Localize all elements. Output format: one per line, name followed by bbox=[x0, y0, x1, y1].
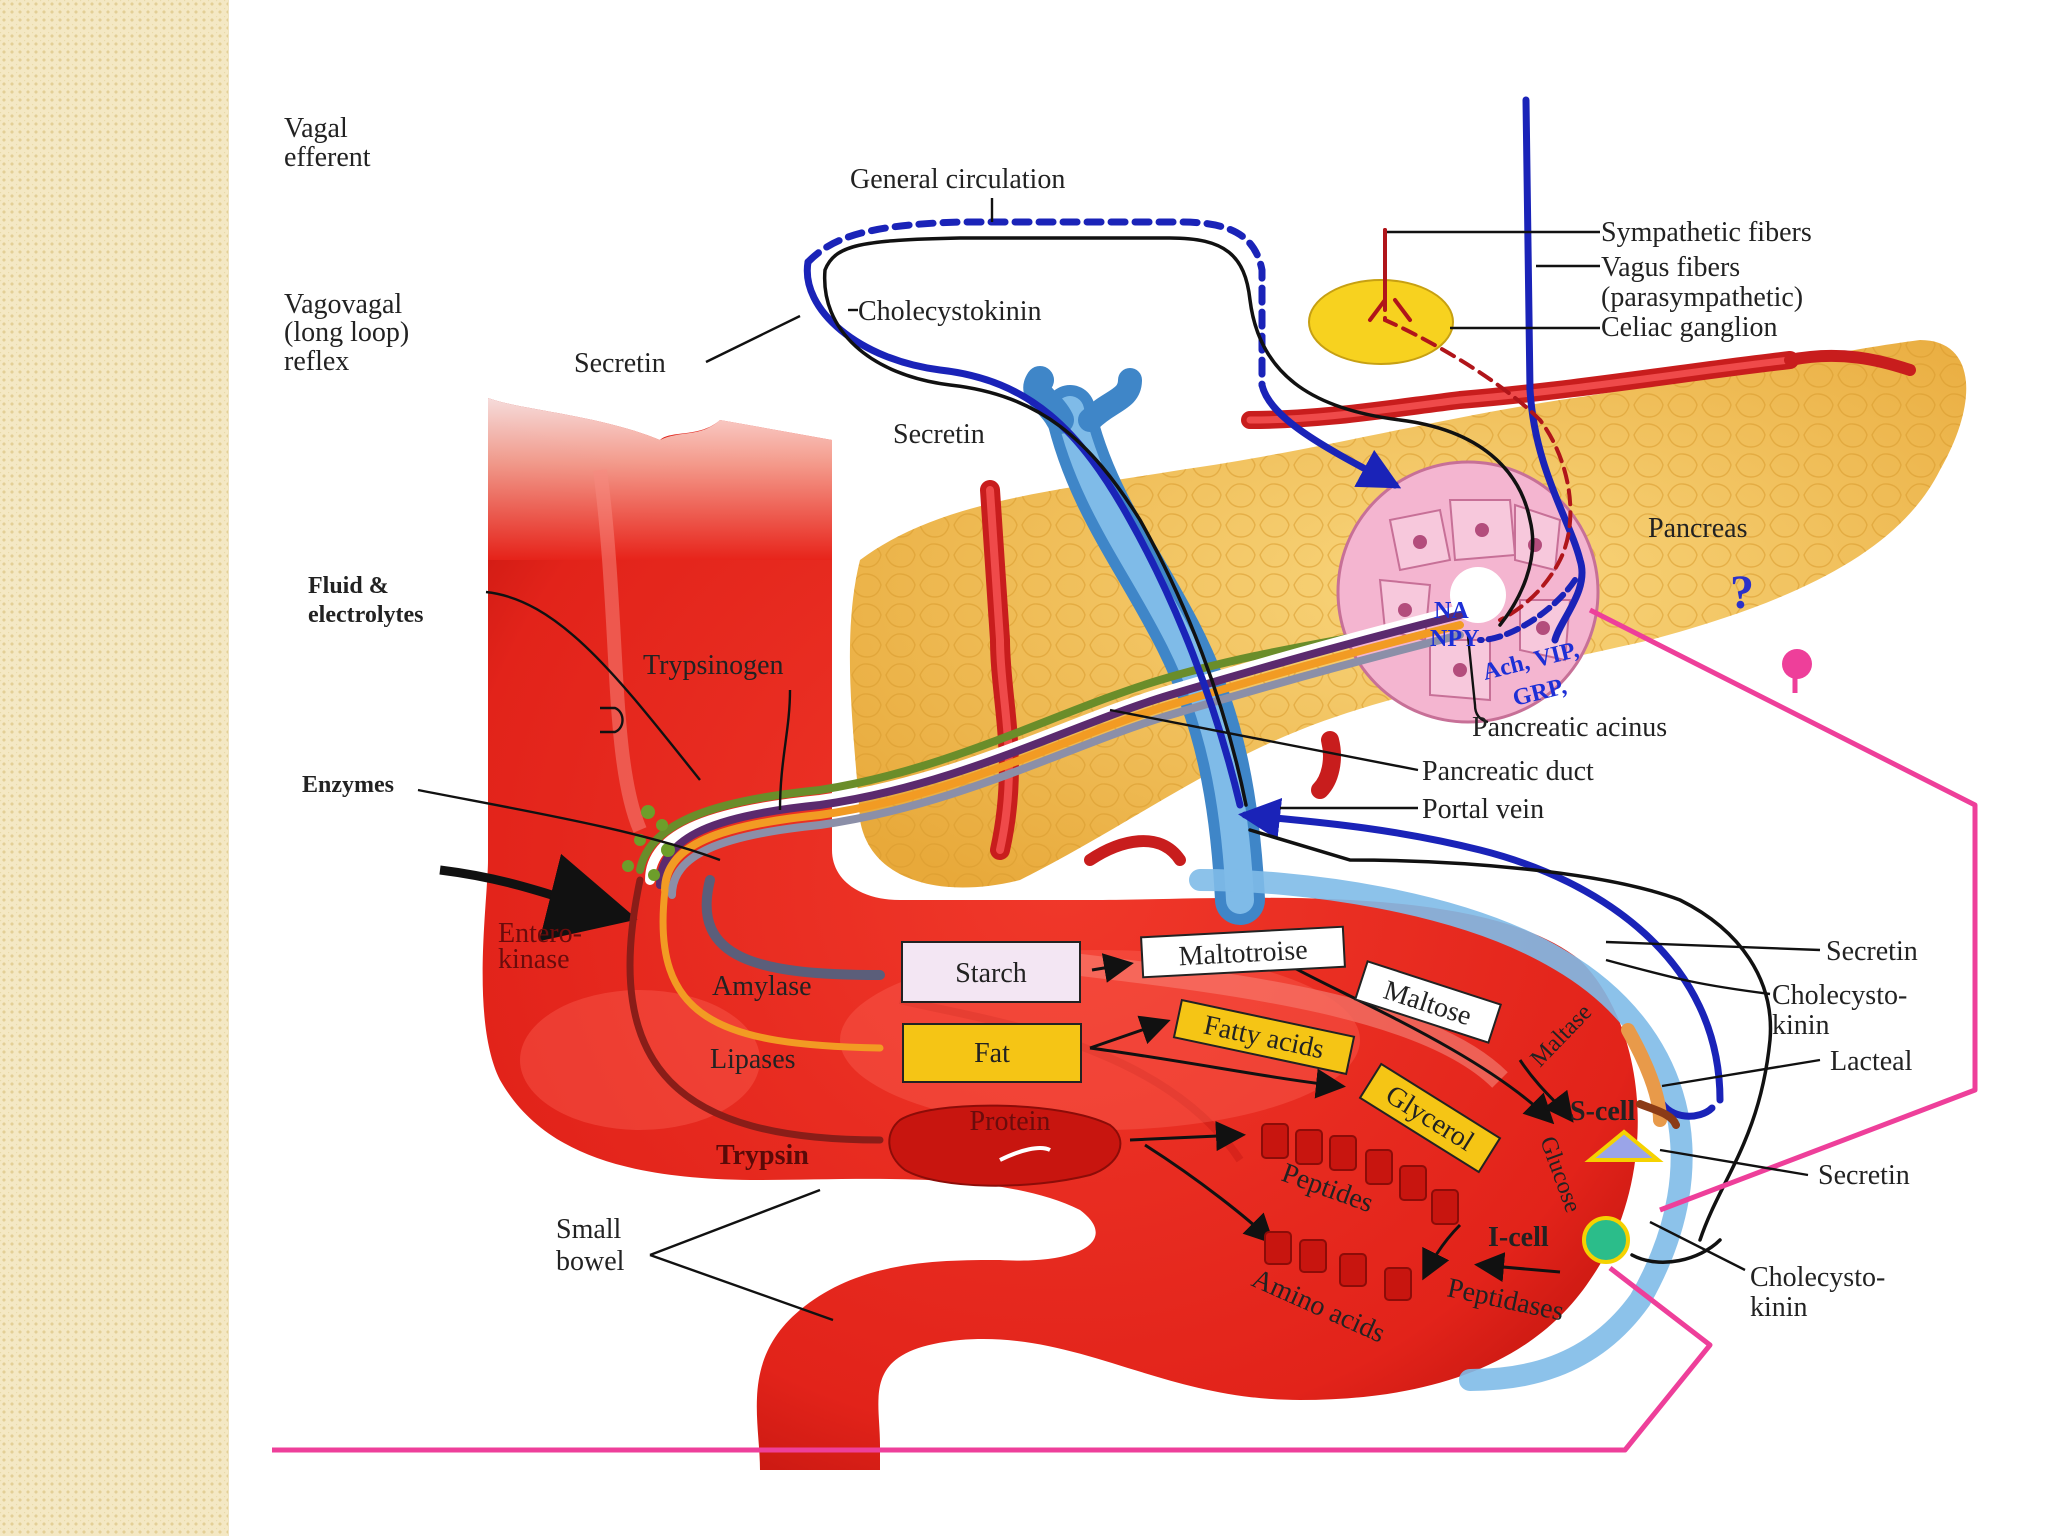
cholecystokinin-right2-line2: kinin bbox=[1750, 1292, 1808, 1323]
celiac-ganglion-label: Celiac ganglion bbox=[1601, 312, 1778, 343]
i-cell-shape bbox=[1582, 1216, 1630, 1264]
portal-vein bbox=[1023, 366, 1693, 1391]
enterokinase-line2: kinase bbox=[498, 944, 570, 975]
npy-label: NPY bbox=[1430, 626, 1479, 652]
side-pattern-panel bbox=[0, 0, 229, 1536]
vagovagal-line1: Vagovagal bbox=[284, 289, 402, 320]
leader-lines bbox=[417, 198, 1821, 1322]
nerve-fibers bbox=[1368, 96, 1586, 644]
protein-shape: Protein bbox=[888, 1104, 1122, 1187]
enzyme-flow-arrows bbox=[626, 875, 885, 1144]
question-mark-label: ? bbox=[1730, 566, 1754, 619]
cholecystokinin-top-label: Cholecystokinin bbox=[858, 296, 1042, 327]
vagovagal-reflex-path bbox=[272, 607, 1978, 1453]
lacteal-label: Lacteal bbox=[1830, 1046, 1913, 1077]
vagovagal-line2: (long loop) bbox=[284, 317, 409, 348]
enzymes-label: Enzymes bbox=[302, 772, 394, 798]
peptide-chains bbox=[1261, 1123, 1459, 1301]
vagus-fibers-line1: Vagus fibers bbox=[1601, 252, 1740, 283]
general-circulation-label: General circulation bbox=[850, 164, 1065, 195]
amylase-label: Amylase bbox=[712, 971, 812, 1002]
secretin-right2-label: Secretin bbox=[1818, 1160, 1910, 1191]
trypsin-label: Trypsin bbox=[716, 1140, 809, 1171]
cholecystokinin-right2-line1: Cholecysto- bbox=[1750, 1262, 1885, 1293]
pancreas-label: Pancreas bbox=[1648, 513, 1748, 544]
lipases-label: Lipases bbox=[710, 1044, 796, 1075]
s-cell-shape bbox=[1584, 1129, 1664, 1162]
enterokinase-line1: Entero- bbox=[498, 918, 582, 949]
portal-vein-label: Portal vein bbox=[1422, 794, 1544, 825]
vagovagal-line3: reflex bbox=[284, 346, 349, 377]
fat-label: Fat bbox=[974, 1038, 1010, 1069]
i-cell-label: I-cell bbox=[1488, 1222, 1549, 1253]
cholecystokinin-right1-line2: kinin bbox=[1772, 1010, 1830, 1041]
vagal-efferent-line2: efferent bbox=[284, 142, 371, 173]
starch-box: Starch bbox=[901, 941, 1081, 1003]
arteries bbox=[980, 349, 1916, 866]
small-bowel-line1: Small bbox=[556, 1214, 622, 1245]
enzyme-droplets bbox=[622, 805, 675, 881]
fluid-electrolytes-line2: electrolytes bbox=[308, 602, 424, 628]
maltotroise-label: Maltotroise bbox=[1178, 935, 1309, 973]
digestion-arrows bbox=[439, 853, 1574, 1283]
cholecystokinin-right1-line1: Cholecysto- bbox=[1772, 980, 1907, 1011]
small-bowel-line2: bowel bbox=[556, 1246, 625, 1277]
vagus-fibers-line2: (parasympathetic) bbox=[1601, 282, 1803, 313]
secretin-mid-label: Secretin bbox=[893, 419, 985, 450]
celiac-ganglion-shape bbox=[1308, 279, 1454, 365]
pancreatic-acinus-label: Pancreatic acinus bbox=[1472, 712, 1667, 743]
secretin-left-label: Secretin bbox=[574, 348, 666, 379]
trypsinogen-label: Trypsinogen bbox=[643, 650, 784, 681]
pancreatic-duct-bundle bbox=[636, 605, 1465, 899]
hormone-routes bbox=[803, 218, 1773, 1264]
lacteal-shape bbox=[1621, 1023, 1680, 1129]
pancreatic-duct-label: Pancreatic duct bbox=[1422, 756, 1594, 787]
na-label: NA bbox=[1434, 598, 1469, 624]
fluid-electrolytes-line1: Fluid & bbox=[308, 573, 389, 599]
starch-label: Starch bbox=[955, 958, 1027, 989]
sympathetic-fibers-label: Sympathetic fibers bbox=[1601, 217, 1812, 248]
secretin-right1-label: Secretin bbox=[1826, 936, 1918, 967]
s-cell-label: S-cell bbox=[1570, 1096, 1636, 1127]
fat-box: Fat bbox=[902, 1023, 1082, 1083]
vagal-efferent-line1: Vagal bbox=[284, 113, 348, 144]
maltotroise-box: Maltotroise bbox=[1140, 925, 1346, 979]
protein-label: Protein bbox=[970, 1106, 1051, 1137]
